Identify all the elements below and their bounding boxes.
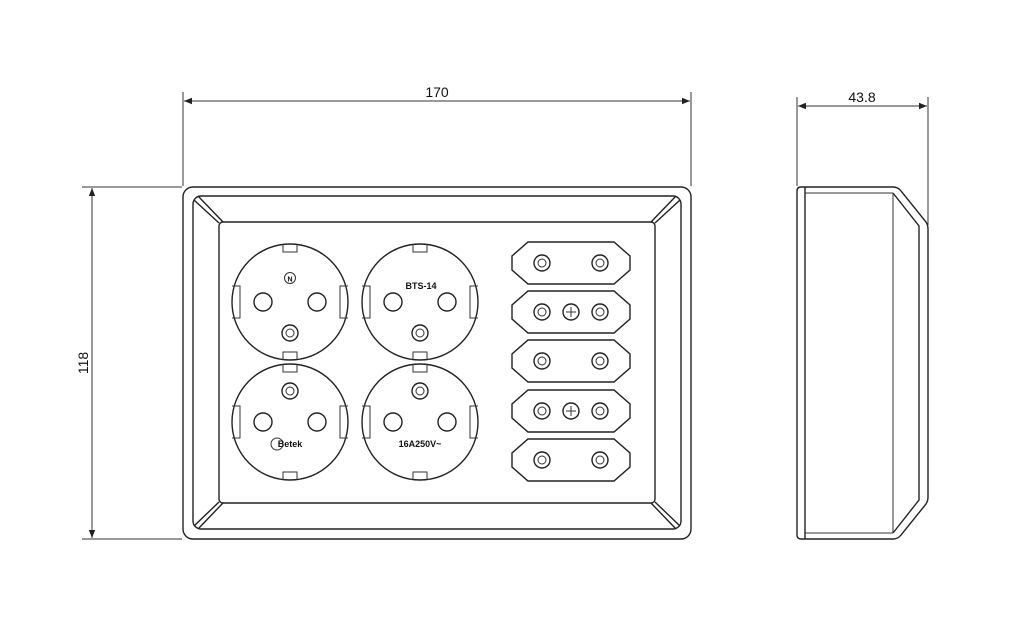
rating-label: 16A250V~ <box>399 439 442 449</box>
earth-clip-right <box>339 285 348 319</box>
schuko-socket-bottom-right <box>361 363 479 481</box>
europlug-sockets <box>511 241 631 482</box>
center-screw-core <box>285 386 295 396</box>
width-dimension-label: 170 <box>425 84 449 100</box>
earth-clip-left <box>362 405 371 439</box>
key-top <box>412 364 428 373</box>
europlug-outline <box>511 339 631 383</box>
pin-hole-left <box>383 412 403 432</box>
schuko-socket-top-left <box>231 243 349 361</box>
height-dimension-label: 118 <box>75 352 91 375</box>
pin-hole-right <box>307 412 327 432</box>
width-dimension: 170 <box>182 84 692 186</box>
europlug-outline <box>511 438 631 482</box>
pin-hole-right-inner <box>595 258 605 268</box>
socket-labels: N BTS-14 Betek 16A250V~ <box>270 272 442 451</box>
key-bottom <box>282 351 298 360</box>
center-screw <box>411 324 429 342</box>
pin-hole-right <box>437 412 457 432</box>
pin-hole-left <box>533 254 551 272</box>
pin-hole-right-inner <box>595 307 605 317</box>
schuko-sockets <box>231 243 479 481</box>
depth-dimension-label: 43.8 <box>848 89 875 105</box>
pin-hole-left-inner <box>537 258 547 268</box>
pin-hole-right-inner <box>595 455 605 465</box>
schuko-socket-top-right <box>361 243 479 361</box>
pin-hole-right <box>591 451 609 469</box>
neutral-mark-circle <box>284 272 296 284</box>
europlug-outline <box>511 290 631 334</box>
pin-hole-left-inner <box>537 406 547 416</box>
model-label: BTS-14 <box>405 281 436 291</box>
center-screw <box>411 382 429 400</box>
earth-clip-right <box>469 405 478 439</box>
center-screw <box>281 382 299 400</box>
pin-hole-right <box>591 402 609 420</box>
key-top <box>282 364 298 373</box>
corner-bevels <box>193 195 681 530</box>
earth-clip-left <box>232 405 241 439</box>
europlug-socket-3 <box>511 339 631 383</box>
earth-clip-right <box>339 405 348 439</box>
socket-rim <box>361 363 479 481</box>
earth-clip-right <box>469 285 478 319</box>
key-bottom <box>282 471 298 480</box>
socket-rim <box>361 243 479 361</box>
pin-hole-left <box>533 352 551 370</box>
pin-hole-right-inner <box>595 356 605 366</box>
center-screw-core <box>415 386 425 396</box>
pin-hole-right <box>591 254 609 272</box>
pin-hole-left <box>253 292 273 312</box>
earth-clip-left <box>232 285 241 319</box>
neutral-mark-label: N <box>287 277 292 284</box>
center-screw-core <box>415 328 425 338</box>
earth-clip-left <box>362 285 371 319</box>
side-view <box>796 186 929 540</box>
pin-hole-left <box>383 292 403 312</box>
key-bottom <box>412 471 428 480</box>
height-dimension: 118 <box>75 186 182 540</box>
pin-hole-right <box>591 303 609 321</box>
europlug-socket-5 <box>511 438 631 482</box>
pin-hole-right <box>437 292 457 312</box>
pin-hole-left <box>533 402 551 420</box>
depth-dimension: 43.8 <box>796 89 929 225</box>
socket-rim <box>231 243 349 361</box>
center-screw <box>281 324 299 342</box>
pin-hole-left-inner <box>537 307 547 317</box>
outer-frame <box>182 186 692 540</box>
screw-icon <box>562 303 580 321</box>
screw-icon <box>562 402 580 420</box>
front-view: N BTS-14 Betek 16A250V~ <box>182 186 692 540</box>
pin-hole-left <box>533 451 551 469</box>
socket-rim <box>231 363 349 481</box>
key-top <box>412 244 428 253</box>
europlug-outline <box>511 241 631 285</box>
europlug-socket-2 <box>511 290 631 334</box>
europlug-outline <box>511 389 631 433</box>
side-body-outline <box>796 186 929 540</box>
key-top <box>282 244 298 253</box>
bevel-frame <box>192 195 682 530</box>
key-bottom <box>412 351 428 360</box>
pin-hole-right-inner <box>595 406 605 416</box>
brand-label: Betek <box>278 439 304 449</box>
pin-hole-right <box>307 292 327 312</box>
europlug-socket-1 <box>511 241 631 285</box>
pin-hole-left <box>533 303 551 321</box>
pin-hole-left-inner <box>537 455 547 465</box>
europlug-socket-4 <box>511 389 631 433</box>
pin-hole-left-inner <box>537 356 547 366</box>
pin-hole-right <box>591 352 609 370</box>
pin-hole-left <box>253 412 273 432</box>
center-screw-core <box>285 328 295 338</box>
brand-logo-circle <box>270 437 284 451</box>
schuko-socket-bottom-left <box>231 363 349 481</box>
inner-panel <box>218 221 656 504</box>
